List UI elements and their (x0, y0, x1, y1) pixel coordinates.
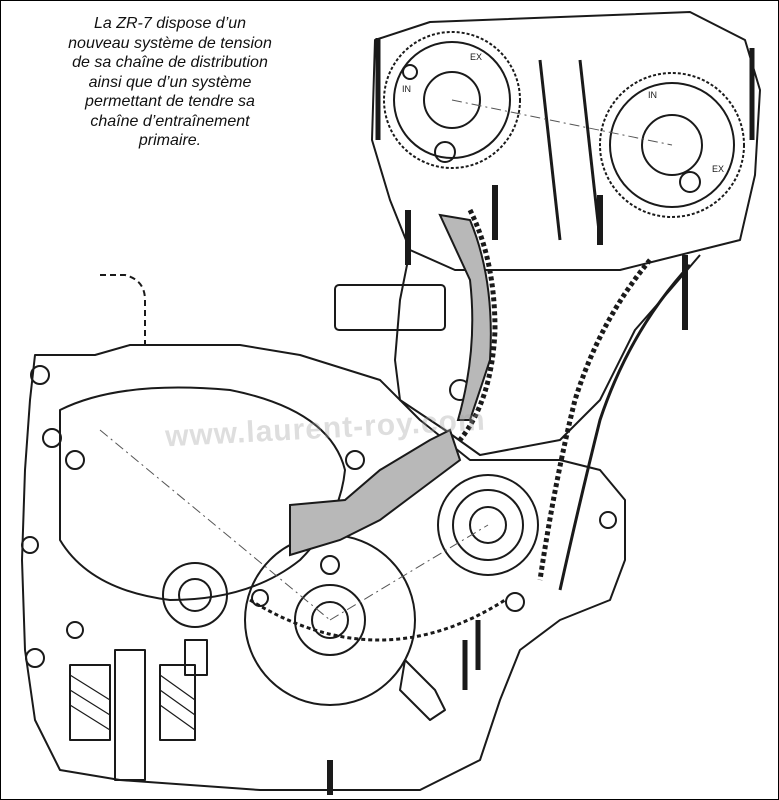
caption-line: nouveau système de tension (68, 34, 272, 52)
caption-line: de sa chaîne de distribution (72, 54, 268, 71)
exhaust-cam-sprocket (383, 31, 521, 169)
caption-line: chaîne d’entraînement (90, 112, 250, 130)
cam-label-ex-left: EX (470, 52, 482, 62)
chain-guide (558, 263, 692, 591)
oil-pipe (100, 274, 146, 345)
caption-line: ainsi que d’un système (88, 73, 252, 91)
caption-line: permettant de tendre sa (85, 93, 255, 110)
cam-label-in-right: IN (648, 90, 657, 100)
caption-line: primaire. (138, 132, 202, 149)
tensioner-blade-shaded (289, 428, 462, 557)
primary-chain-tensioner (399, 659, 446, 721)
intake-cam-sprocket (599, 72, 745, 218)
cam-label-in-left: IN (402, 84, 411, 94)
output-shaft (162, 562, 228, 628)
cam-label-ex-right: EX (712, 164, 724, 174)
cylinder-block-outline (394, 249, 701, 456)
oil-pump (69, 664, 111, 741)
crankcase-outline (21, 344, 626, 791)
cylinder-head-outline (371, 11, 761, 271)
crankshaft-sprocket (437, 474, 539, 576)
caption: La ZR-7 dispose d’un nouveau système de … (20, 14, 320, 151)
caption-line: La ZR-7 dispose d’un (93, 15, 247, 32)
cam-chain-tensioner (334, 284, 446, 331)
